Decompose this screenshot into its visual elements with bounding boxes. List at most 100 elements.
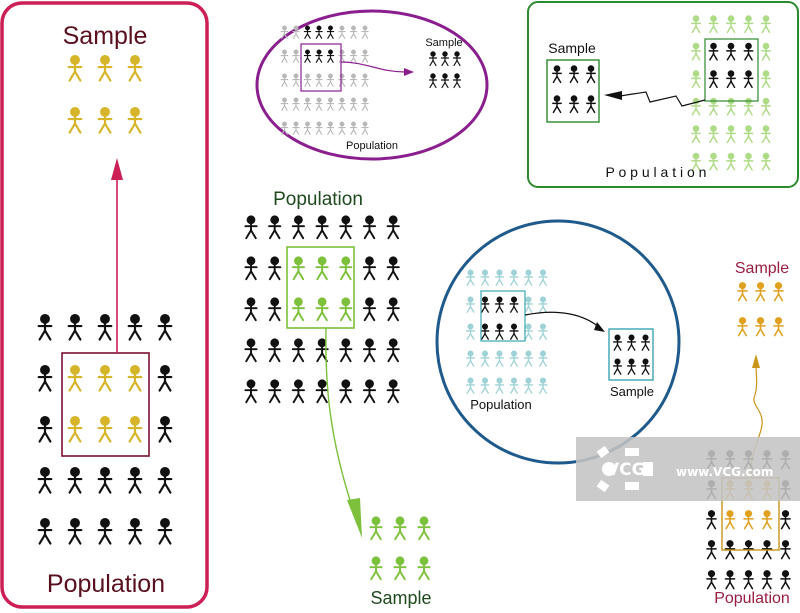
panel-green-population-box	[704, 38, 759, 102]
person-icon	[755, 316, 766, 337]
person-icon	[292, 25, 300, 39]
person-icon	[338, 97, 346, 111]
person-icon	[538, 323, 548, 340]
person-icon	[585, 64, 597, 84]
person-icon	[743, 14, 754, 34]
panel-circle-population-label: Population	[470, 397, 531, 412]
person-icon	[465, 269, 476, 286]
person-icon	[244, 337, 258, 363]
person-icon	[480, 323, 490, 340]
person-icon	[326, 97, 335, 111]
person-icon	[292, 97, 300, 111]
person-icon	[386, 378, 401, 404]
watermark-url-text: www.VCG.com	[676, 465, 773, 479]
panel-circle-sample-label: Sample	[610, 384, 654, 399]
person-icon	[338, 296, 353, 322]
person-icon	[303, 121, 312, 135]
person-icon	[780, 509, 791, 530]
panel-tall-sample-figures	[67, 54, 143, 134]
person-icon	[755, 281, 766, 302]
person-icon	[551, 64, 563, 84]
person-icon	[292, 121, 300, 135]
person-icon	[417, 555, 431, 581]
person-icon	[773, 316, 784, 337]
person-icon	[267, 296, 282, 322]
person-icon	[494, 296, 505, 313]
person-icon	[362, 337, 377, 363]
person-icon	[291, 255, 306, 281]
person-icon	[428, 72, 438, 89]
person-icon	[326, 25, 335, 39]
panel-right-sample-label: Sample	[735, 260, 789, 277]
person-icon	[509, 350, 519, 367]
person-icon	[127, 313, 143, 341]
person-icon	[386, 255, 401, 281]
person-icon	[690, 69, 702, 89]
person-icon	[361, 97, 369, 111]
panel-oval: Sample Population	[255, 9, 489, 161]
person-icon	[127, 54, 143, 82]
person-icon	[97, 466, 113, 494]
person-icon	[291, 378, 306, 404]
person-icon	[244, 255, 258, 281]
person-icon	[725, 124, 737, 144]
person-icon	[480, 350, 490, 367]
person-icon	[303, 25, 312, 39]
person-icon	[612, 358, 623, 375]
person-icon	[708, 152, 719, 171]
person-icon	[708, 69, 719, 89]
person-icon	[292, 73, 300, 87]
person-icon	[585, 94, 597, 114]
person-icon	[97, 517, 113, 545]
person-icon	[97, 106, 113, 134]
panel-circle: Population Sample	[435, 219, 681, 465]
person-icon	[690, 97, 702, 116]
person-icon	[67, 517, 83, 545]
panel-green-sample-label: Sample	[548, 40, 596, 56]
person-icon	[465, 323, 476, 340]
panel-tall: Sample Population	[0, 1, 209, 609]
panel-tall-population-figures	[37, 313, 173, 545]
person-icon	[67, 466, 83, 494]
person-icon	[37, 364, 53, 392]
person-icon	[708, 42, 719, 61]
person-icon	[690, 124, 702, 144]
person-icon	[267, 378, 282, 404]
person-icon	[315, 255, 329, 281]
person-icon	[523, 323, 534, 340]
person-icon	[538, 296, 548, 313]
person-icon	[568, 94, 580, 114]
panel-oval-frame	[255, 9, 489, 161]
panel-circle-population-figures	[465, 269, 548, 394]
person-icon	[538, 350, 548, 367]
panel-center-arrow-head	[347, 498, 362, 538]
person-icon	[386, 214, 401, 240]
person-icon	[743, 509, 754, 530]
person-icon	[760, 124, 772, 144]
person-icon	[509, 377, 519, 394]
person-icon	[315, 121, 323, 135]
panel-center-sample-box	[286, 246, 355, 329]
person-icon	[760, 97, 772, 116]
person-icon	[338, 73, 346, 87]
panel-circle-sample-box-out	[608, 328, 654, 381]
person-icon	[315, 25, 323, 39]
person-icon	[267, 255, 282, 281]
person-icon	[494, 269, 505, 286]
person-icon	[743, 42, 754, 61]
person-icon	[690, 42, 702, 61]
panel-oval-population-label: Population	[346, 140, 398, 152]
panel-tall-sample-box	[61, 352, 150, 457]
person-icon	[538, 377, 548, 394]
person-icon	[37, 313, 53, 341]
person-icon	[67, 364, 83, 392]
panel-center-population-label: Population	[273, 189, 363, 210]
person-icon	[509, 323, 519, 340]
person-icon	[640, 358, 651, 375]
person-icon	[362, 378, 377, 404]
person-icon	[428, 50, 438, 67]
person-icon	[706, 509, 717, 530]
person-icon	[743, 152, 754, 171]
person-icon	[440, 50, 450, 67]
